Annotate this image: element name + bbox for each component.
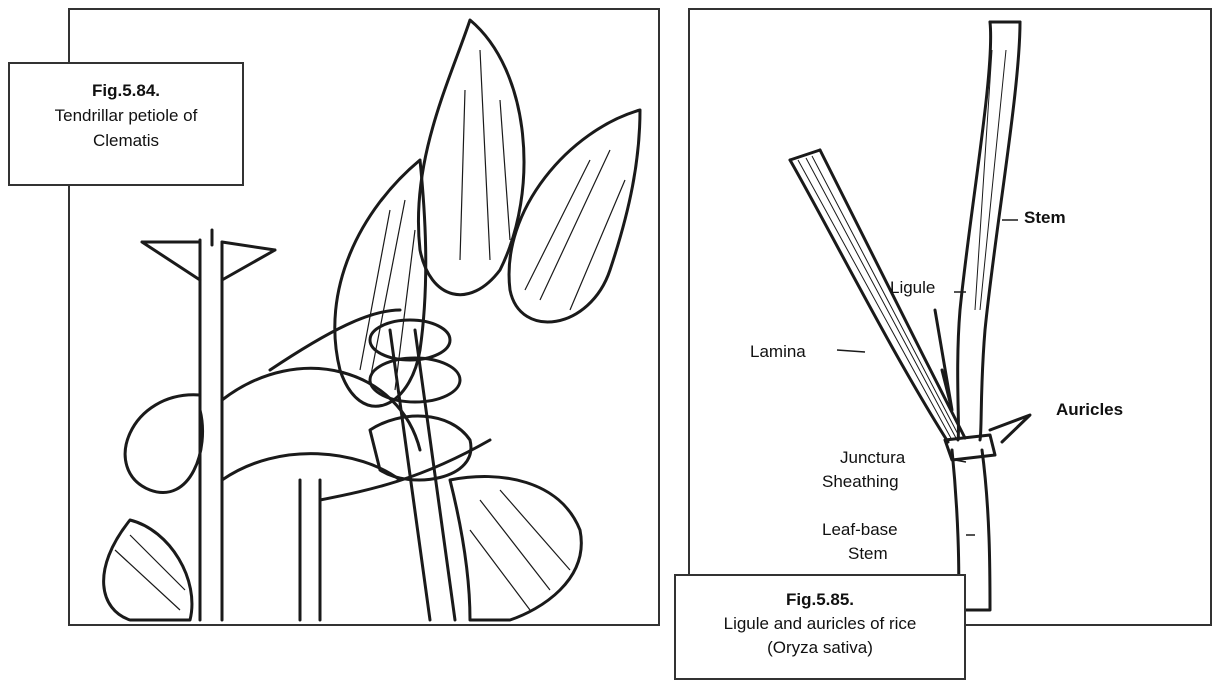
label-stem-top: Stem bbox=[1024, 208, 1066, 228]
caption-line: Clematis bbox=[10, 128, 242, 153]
label-stem-bottom: Stem bbox=[848, 544, 888, 564]
label-junctura: Junctura bbox=[840, 448, 905, 468]
label-lamina: Lamina bbox=[750, 342, 806, 362]
caption-line: Ligule and auricles of rice bbox=[676, 612, 964, 636]
label-sheathing: Sheathing bbox=[822, 472, 899, 492]
label-auricles: Auricles bbox=[1056, 400, 1123, 420]
rice-figure-panel: Stem Ligule Lamina Auricles Junctura She… bbox=[688, 8, 1212, 626]
figure-number: Fig.5.85. bbox=[676, 588, 964, 612]
caption-line: Tendrillar petiole of bbox=[10, 103, 242, 128]
caption-line: (Oryza sativa) bbox=[676, 636, 964, 660]
label-ligule: Ligule bbox=[890, 278, 935, 298]
label-leaf-base: Leaf-base bbox=[822, 520, 898, 540]
figure-caption-left: Fig.5.84. Tendrillar petiole of Clematis bbox=[8, 62, 244, 186]
figure-number: Fig.5.84. bbox=[10, 78, 242, 103]
figure-caption-right: Fig.5.85. Ligule and auricles of rice (O… bbox=[674, 574, 966, 680]
rice-illustration bbox=[690, 10, 1214, 628]
